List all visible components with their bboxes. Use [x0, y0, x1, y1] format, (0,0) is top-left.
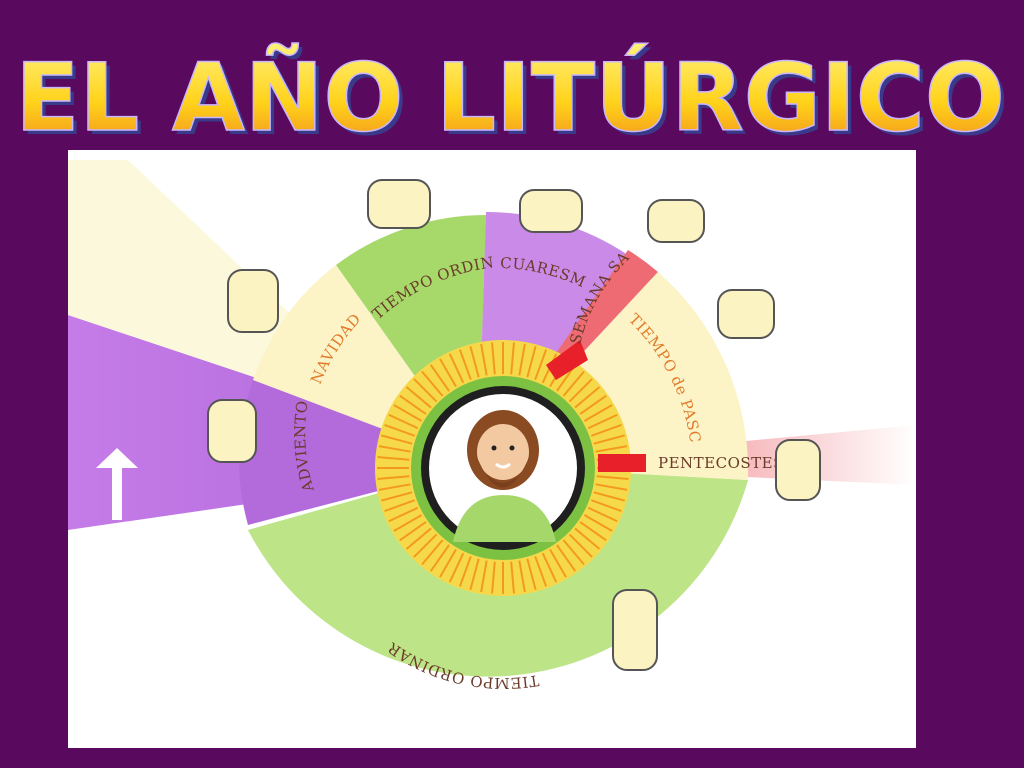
segment-advent: [239, 380, 478, 525]
car-illustration-icon: [207, 179, 821, 671]
sun-ray: [393, 404, 423, 422]
sun-ray: [587, 506, 618, 523]
sun-ray: [562, 370, 585, 397]
sun-ray: [448, 353, 465, 384]
sun-ray: [381, 434, 413, 445]
sun-ray: [510, 342, 515, 375]
sun-ray: [526, 346, 537, 378]
sun-ray: [518, 343, 526, 376]
sun-ray: [556, 544, 577, 572]
sun-ray: [590, 499, 622, 513]
page-title-art: EL AÑO LITÚRGICO EL AÑO LITÚRGICO: [14, 41, 1009, 148]
sun-ray: [378, 483, 411, 491]
sun-ray: [593, 491, 625, 502]
sun-ray: [583, 404, 613, 422]
sun-ray: [429, 544, 450, 572]
sun-ray: [579, 394, 607, 415]
sun-ray: [534, 349, 548, 381]
sun-ray: [378, 445, 411, 453]
pentecost-marker: [598, 454, 646, 472]
sun-ray: [388, 506, 419, 523]
sun-ray: [469, 558, 480, 590]
sun-ray: [549, 548, 567, 578]
page-title: EL AÑO LITÚRGICO: [15, 42, 1005, 148]
sun-ray: [583, 514, 613, 532]
sun-ray: [568, 378, 593, 403]
sun-ray: [596, 475, 629, 480]
sun-ray: [381, 491, 413, 502]
sun-ray: [384, 499, 416, 513]
page-title-shadow: EL AÑO LITÚRGICO: [19, 46, 1009, 148]
sun-ray: [541, 552, 558, 583]
sun-ray: [421, 370, 444, 397]
sun-ray: [393, 514, 423, 532]
sun-ray: [510, 561, 515, 594]
sun-ray: [399, 394, 427, 415]
sun-ray: [413, 533, 438, 558]
sun-ray: [590, 423, 622, 437]
sun-ray: [377, 475, 410, 480]
sun-ray: [568, 533, 593, 558]
up-arrow-icon: [96, 448, 138, 520]
holy-week-marker: [546, 340, 588, 380]
sun-ray: [458, 349, 472, 381]
sun-rays: [377, 342, 629, 594]
sun-ray: [491, 561, 496, 594]
sun-ray: [429, 364, 450, 392]
sun-ray: [399, 521, 427, 542]
sun-ray: [480, 343, 488, 376]
sun-ray: [595, 483, 628, 491]
sun-ray: [562, 539, 585, 566]
sun-ray: [491, 342, 496, 375]
sun-ray: [405, 386, 432, 409]
liturgical-year-diagram: ADVIENTO NAVIDAD TIEMPO ORDINARIO CUARES…: [68, 150, 916, 748]
sun-ray: [469, 346, 480, 378]
sun-ray: [458, 555, 472, 587]
jesus-portrait: [453, 410, 556, 542]
sun-ray: [593, 434, 625, 445]
sun-ray: [439, 548, 457, 578]
sun-ray: [480, 560, 488, 593]
sun-ray: [534, 555, 548, 587]
sun-ray: [526, 558, 537, 590]
sun-ray: [388, 413, 419, 430]
sun-ray: [413, 378, 438, 403]
sun-ray: [448, 552, 465, 583]
sun-ray: [579, 521, 607, 542]
sun-ray: [439, 358, 457, 388]
sun-ray: [518, 560, 526, 593]
sun-ray: [595, 445, 628, 453]
sun-ray: [405, 527, 432, 550]
sun-ray: [574, 527, 601, 550]
sun-ray: [421, 539, 444, 566]
sun-ray: [384, 423, 416, 437]
label-pentecost: PENTECOSTES: [658, 454, 784, 472]
sun-ray: [574, 386, 601, 409]
sun-ray: [587, 413, 618, 430]
sun-ray: [377, 456, 410, 461]
